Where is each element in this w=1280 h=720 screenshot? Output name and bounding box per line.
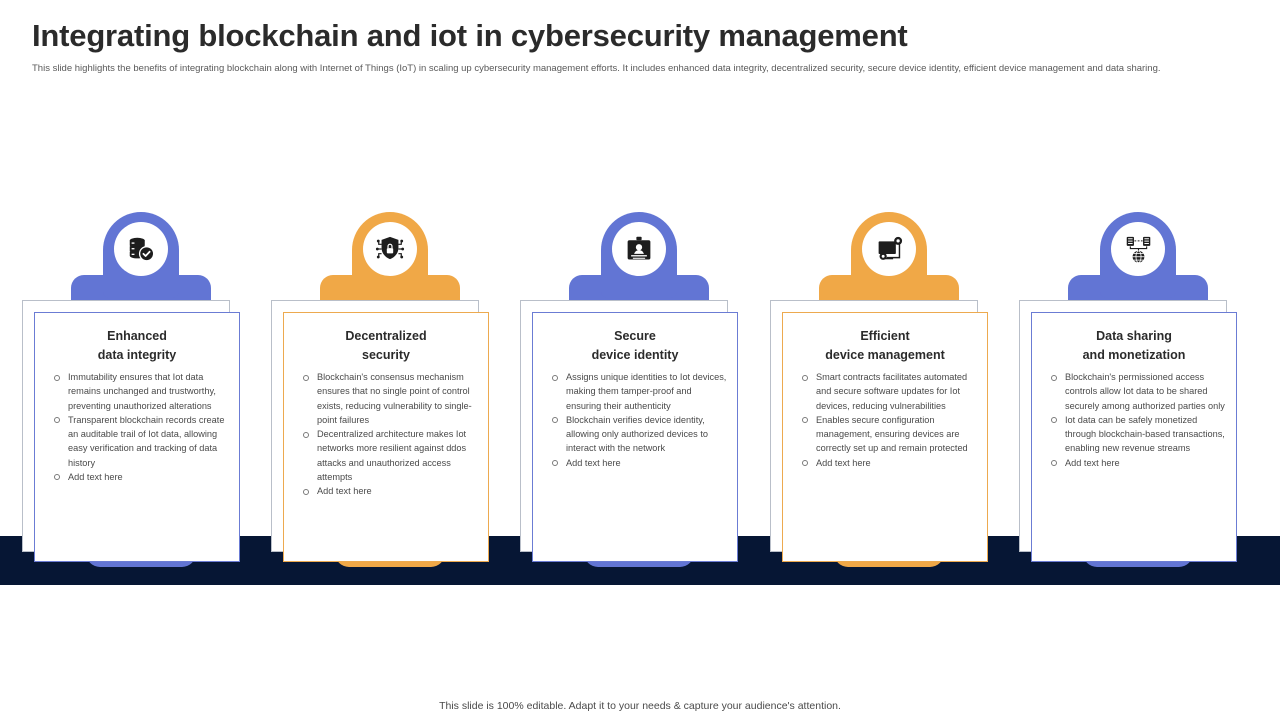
database-check-icon (114, 222, 168, 276)
list-item[interactable]: Add text here (793, 456, 977, 470)
list-item: Smart contracts facilitates automated an… (793, 370, 977, 413)
benefit-card[interactable]: Data sharing and monetization Blockchain… (1031, 312, 1237, 562)
benefit-card[interactable]: Decentralized security Blockchain's cons… (283, 312, 489, 562)
benefit-column-data-sharing-and-monetization[interactable]: Data sharing and monetization Blockchain… (1013, 200, 1263, 580)
slide-header: Integrating blockchain and iot in cybers… (32, 18, 1248, 75)
card-title-line2: device management (825, 347, 945, 362)
list-item: Iot data can be safely monetized through… (1042, 413, 1226, 456)
list-item: Immutability ensures that Iot data remai… (45, 370, 229, 413)
bullet-list: Blockchain's consensus mechanism ensures… (294, 370, 478, 498)
card-title-line1: Decentralized (345, 329, 427, 343)
card-title-line1: Efficient (860, 329, 910, 343)
list-item: Blockchain verifies device identity, all… (543, 413, 727, 456)
list-item[interactable]: Add text here (1042, 456, 1226, 470)
bullet-list: Blockchain's permissioned access control… (1042, 370, 1226, 470)
list-item: Enables secure configuration management,… (793, 413, 977, 456)
list-item: Assigns unique identities to Iot devices… (543, 370, 727, 413)
monitor-gears-icon (862, 222, 916, 276)
slide-subtitle: This slide highlights the benefits of in… (32, 62, 1161, 74)
list-item[interactable]: Add text here (45, 470, 229, 484)
bullet-list: Smart contracts facilitates automated an… (793, 370, 977, 470)
bullet-list: Assigns unique identities to Iot devices… (543, 370, 727, 470)
benefit-column-secure-device-identity[interactable]: Secure device identity Assigns unique id… (514, 200, 764, 580)
list-item: Decentralized architecture makes Iot net… (294, 427, 478, 484)
list-item: Blockchain's consensus mechanism ensures… (294, 370, 478, 427)
benefit-card[interactable]: Enhanced data integrity Immutability ens… (34, 312, 240, 562)
benefit-columns: Enhanced data integrity Immutability ens… (0, 200, 1280, 580)
list-item[interactable]: Add text here (294, 484, 478, 498)
card-title-line2: security (362, 347, 410, 362)
card-title-line2: and monetization (1082, 347, 1186, 362)
card-title: Secure device identity (543, 327, 727, 364)
card-title-line2: device identity (591, 347, 679, 362)
page-title: Integrating blockchain and iot in cybers… (32, 18, 908, 53)
benefit-column-efficient-device-management[interactable]: Efficient device management Smart contra… (764, 200, 1014, 580)
benefit-column-enhanced-data-integrity[interactable]: Enhanced data integrity Immutability ens… (16, 200, 266, 580)
list-item: Transparent blockchain records create an… (45, 413, 229, 470)
id-badge-icon (612, 222, 666, 276)
list-item: Blockchain's permissioned access control… (1042, 370, 1226, 413)
editable-note: This slide is 100% editable. Adapt it to… (439, 700, 841, 712)
shield-lock-circuit-icon (363, 222, 417, 276)
card-title: Efficient device management (793, 327, 977, 364)
card-title-line2: data integrity (97, 347, 177, 362)
globe-servers-icon (1111, 222, 1165, 276)
card-title-line1: Secure (614, 329, 656, 343)
benefit-card[interactable]: Efficient device management Smart contra… (782, 312, 988, 562)
benefit-card[interactable]: Secure device identity Assigns unique id… (532, 312, 738, 562)
bullet-list: Immutability ensures that Iot data remai… (45, 370, 229, 484)
card-title-line1: Enhanced (107, 329, 167, 343)
list-item[interactable]: Add text here (543, 456, 727, 470)
card-title: Decentralized security (294, 327, 478, 364)
benefit-column-decentralized-security[interactable]: Decentralized security Blockchain's cons… (265, 200, 515, 580)
card-title-line1: Data sharing (1096, 329, 1172, 343)
card-title: Enhanced data integrity (45, 327, 229, 364)
card-title: Data sharing and monetization (1042, 327, 1226, 364)
